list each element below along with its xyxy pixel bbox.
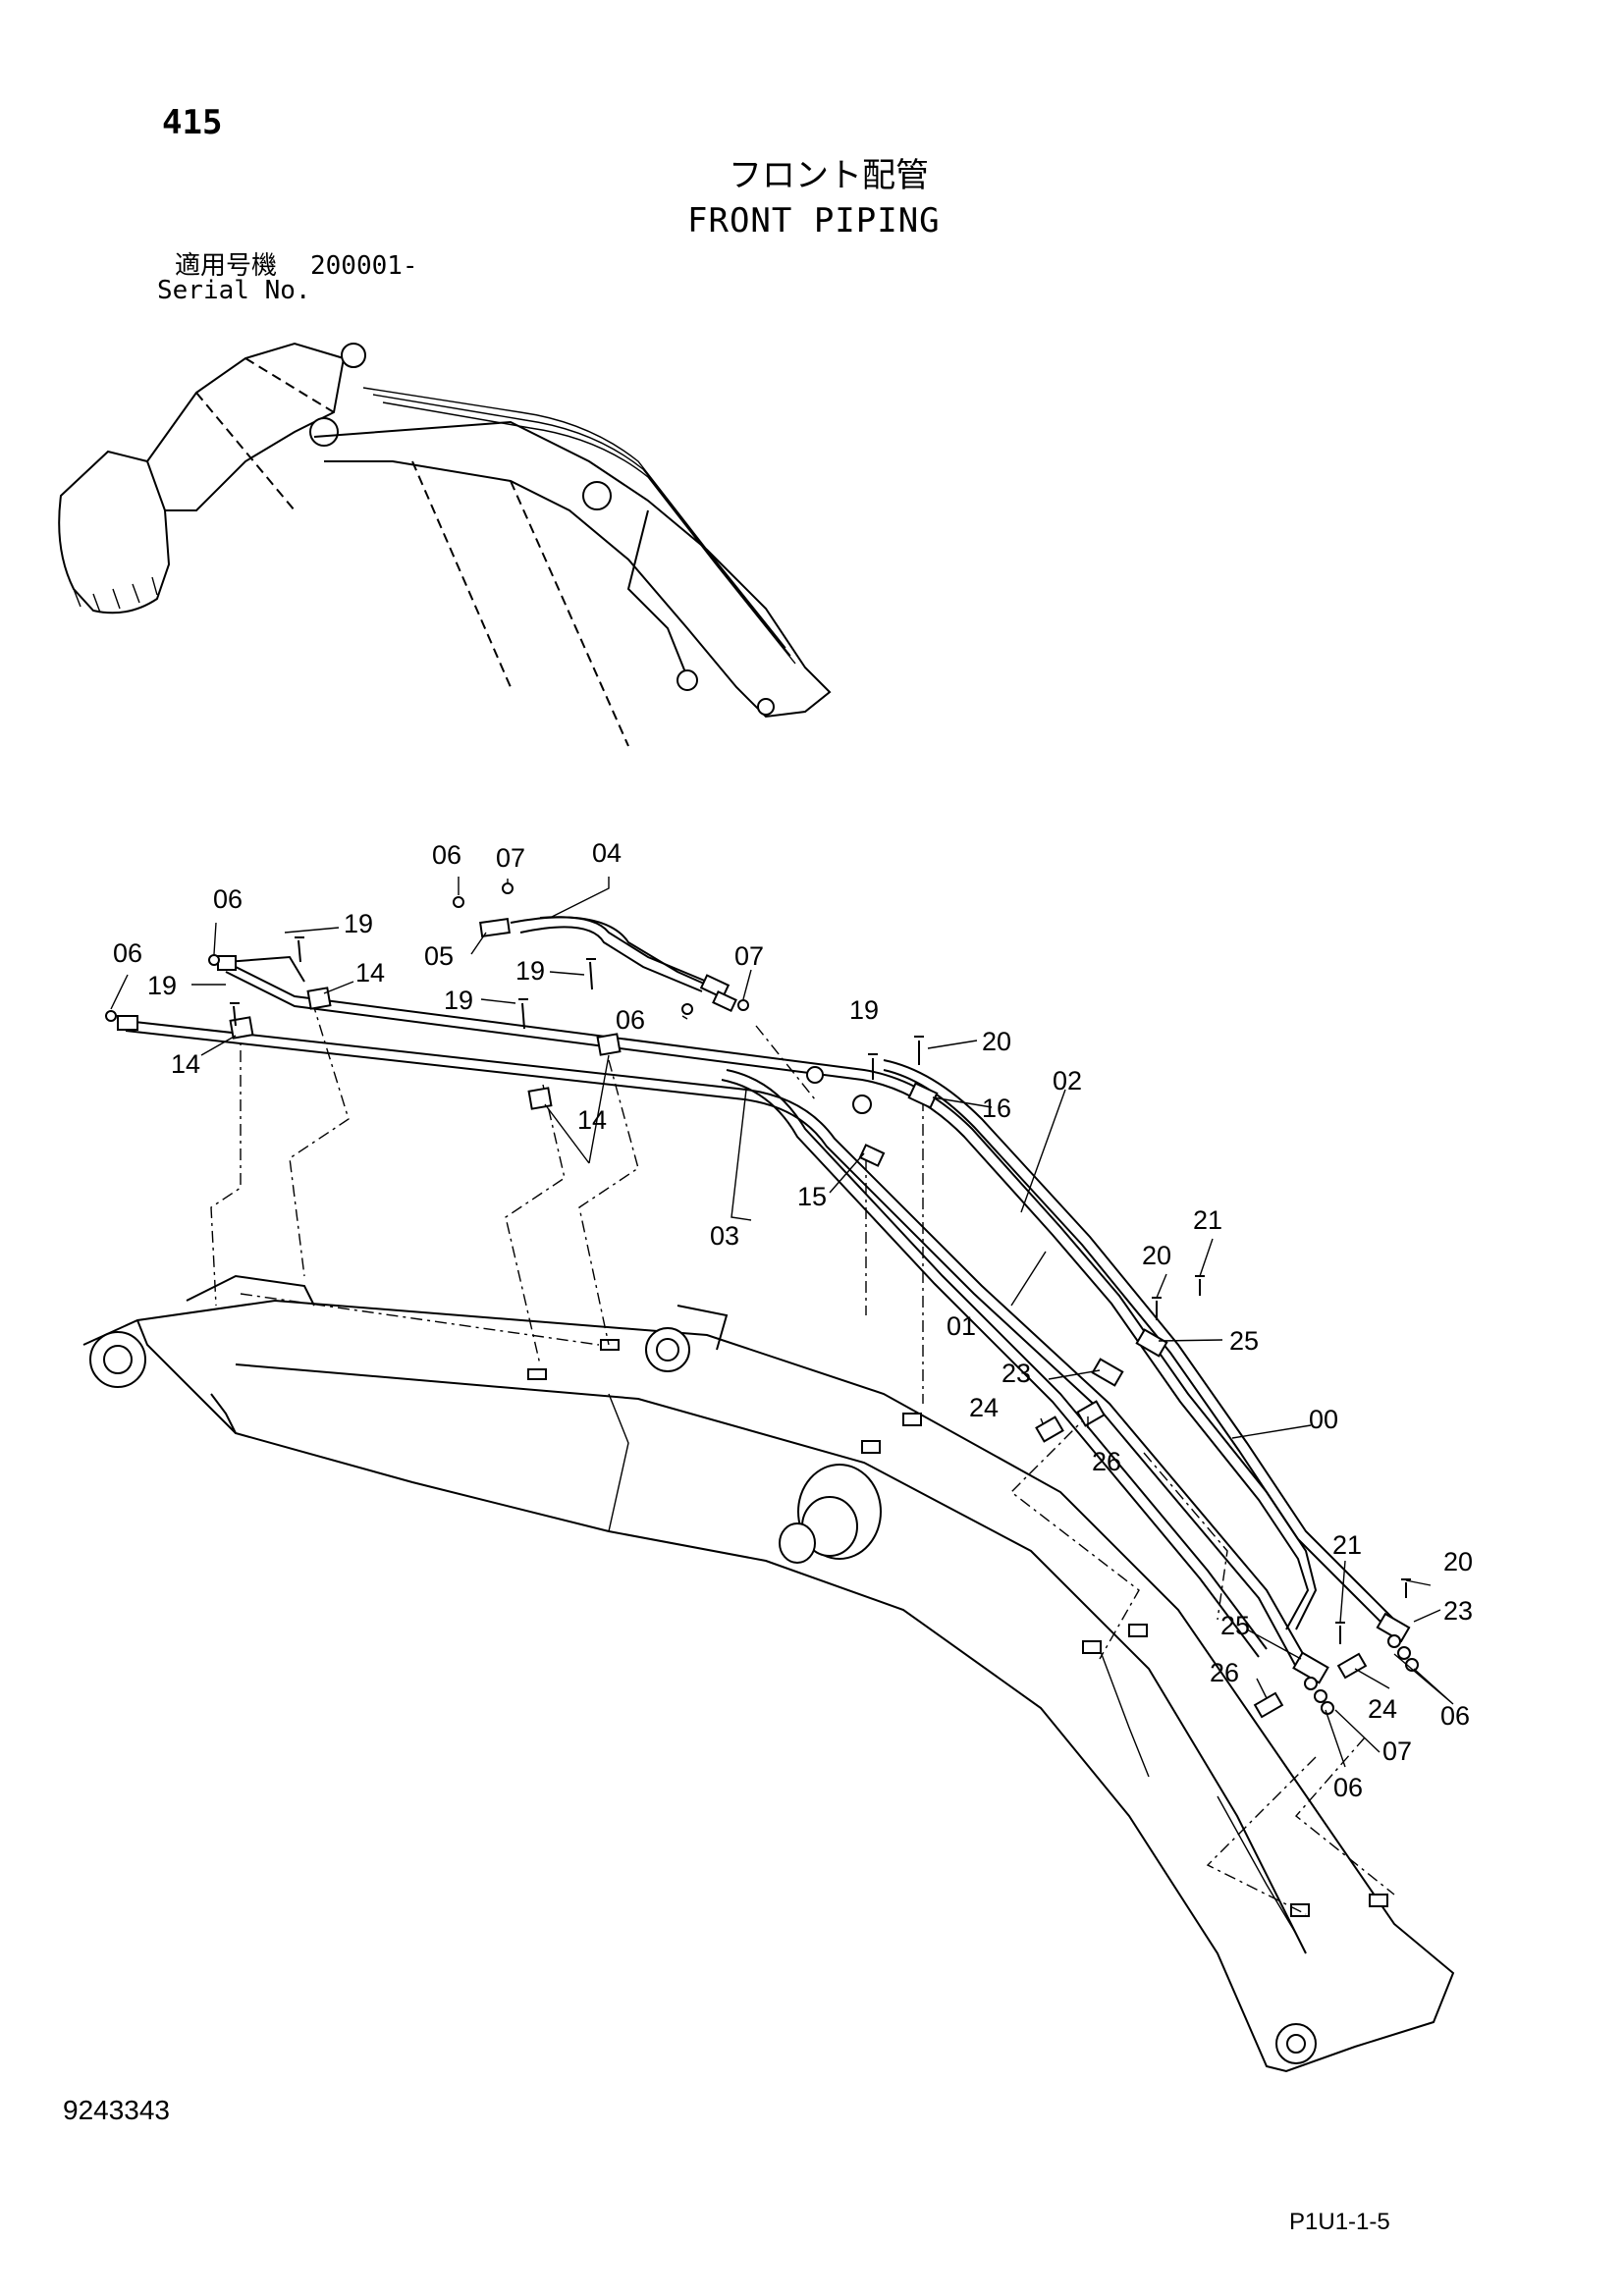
callout-07: 07 <box>1382 1736 1412 1766</box>
callout-05: 05 <box>424 941 454 971</box>
callout-19: 19 <box>344 909 373 938</box>
callout-00: 00 <box>1309 1405 1338 1434</box>
alignment-lines <box>210 1000 1395 1915</box>
callout-06: 06 <box>1440 1701 1470 1731</box>
clamps-and-bolts <box>105 882 1419 1719</box>
hydraulic-pipes <box>117 916 1395 1668</box>
callout-06: 06 <box>616 1005 645 1035</box>
callout-20: 20 <box>982 1027 1011 1056</box>
leader-lines <box>110 877 1454 1768</box>
page-code: P1U1-1-5 <box>1289 2209 1390 2235</box>
callout-25: 25 <box>1229 1326 1259 1356</box>
serial-label-english: Serial No. <box>157 276 311 305</box>
callout-21: 21 <box>1332 1530 1362 1560</box>
callout-20: 20 <box>1142 1241 1171 1270</box>
callout-14: 14 <box>577 1105 607 1135</box>
callout-23: 23 <box>1001 1359 1031 1388</box>
callout-24: 24 <box>1368 1694 1397 1724</box>
callout-19: 19 <box>444 986 473 1015</box>
callout-23: 23 <box>1443 1596 1473 1626</box>
callout-01: 01 <box>947 1311 976 1341</box>
callout-14: 14 <box>171 1049 200 1079</box>
boom-body <box>82 1274 1455 2073</box>
title-japanese: フロント配管 <box>729 156 929 195</box>
callout-07: 07 <box>734 941 764 971</box>
callout-24: 24 <box>969 1393 999 1422</box>
callout-19: 19 <box>147 971 177 1000</box>
callout-25: 25 <box>1220 1611 1250 1640</box>
callout-19: 19 <box>849 995 879 1025</box>
title-english: FRONT PIPING <box>687 201 941 240</box>
callout-20: 20 <box>1443 1547 1473 1576</box>
page-number: 415 <box>162 103 223 142</box>
callout-03: 03 <box>710 1221 739 1251</box>
callout-labels: 06 07 04 06 19 05 06 19 14 19 07 19 06 1… <box>113 838 1473 1802</box>
serial-label-japanese: 適用号機 <box>175 251 278 281</box>
callout-19: 19 <box>515 956 545 986</box>
callout-15: 15 <box>797 1182 827 1211</box>
callout-07: 07 <box>496 843 525 873</box>
callout-06: 06 <box>213 884 243 914</box>
callout-14: 14 <box>355 958 385 988</box>
callout-06: 06 <box>1333 1773 1363 1802</box>
callout-02: 02 <box>1053 1066 1082 1095</box>
callout-26: 26 <box>1092 1447 1121 1476</box>
callout-21: 21 <box>1193 1205 1222 1235</box>
callout-26: 26 <box>1210 1658 1239 1687</box>
document-number: 9243343 <box>63 2095 171 2125</box>
callout-06: 06 <box>432 840 461 870</box>
callout-16: 16 <box>982 1094 1011 1123</box>
overview-attachment-illustration <box>58 342 832 747</box>
callout-06: 06 <box>113 938 142 968</box>
serial-number-value: 200001- <box>310 251 418 281</box>
callout-04: 04 <box>592 838 622 868</box>
